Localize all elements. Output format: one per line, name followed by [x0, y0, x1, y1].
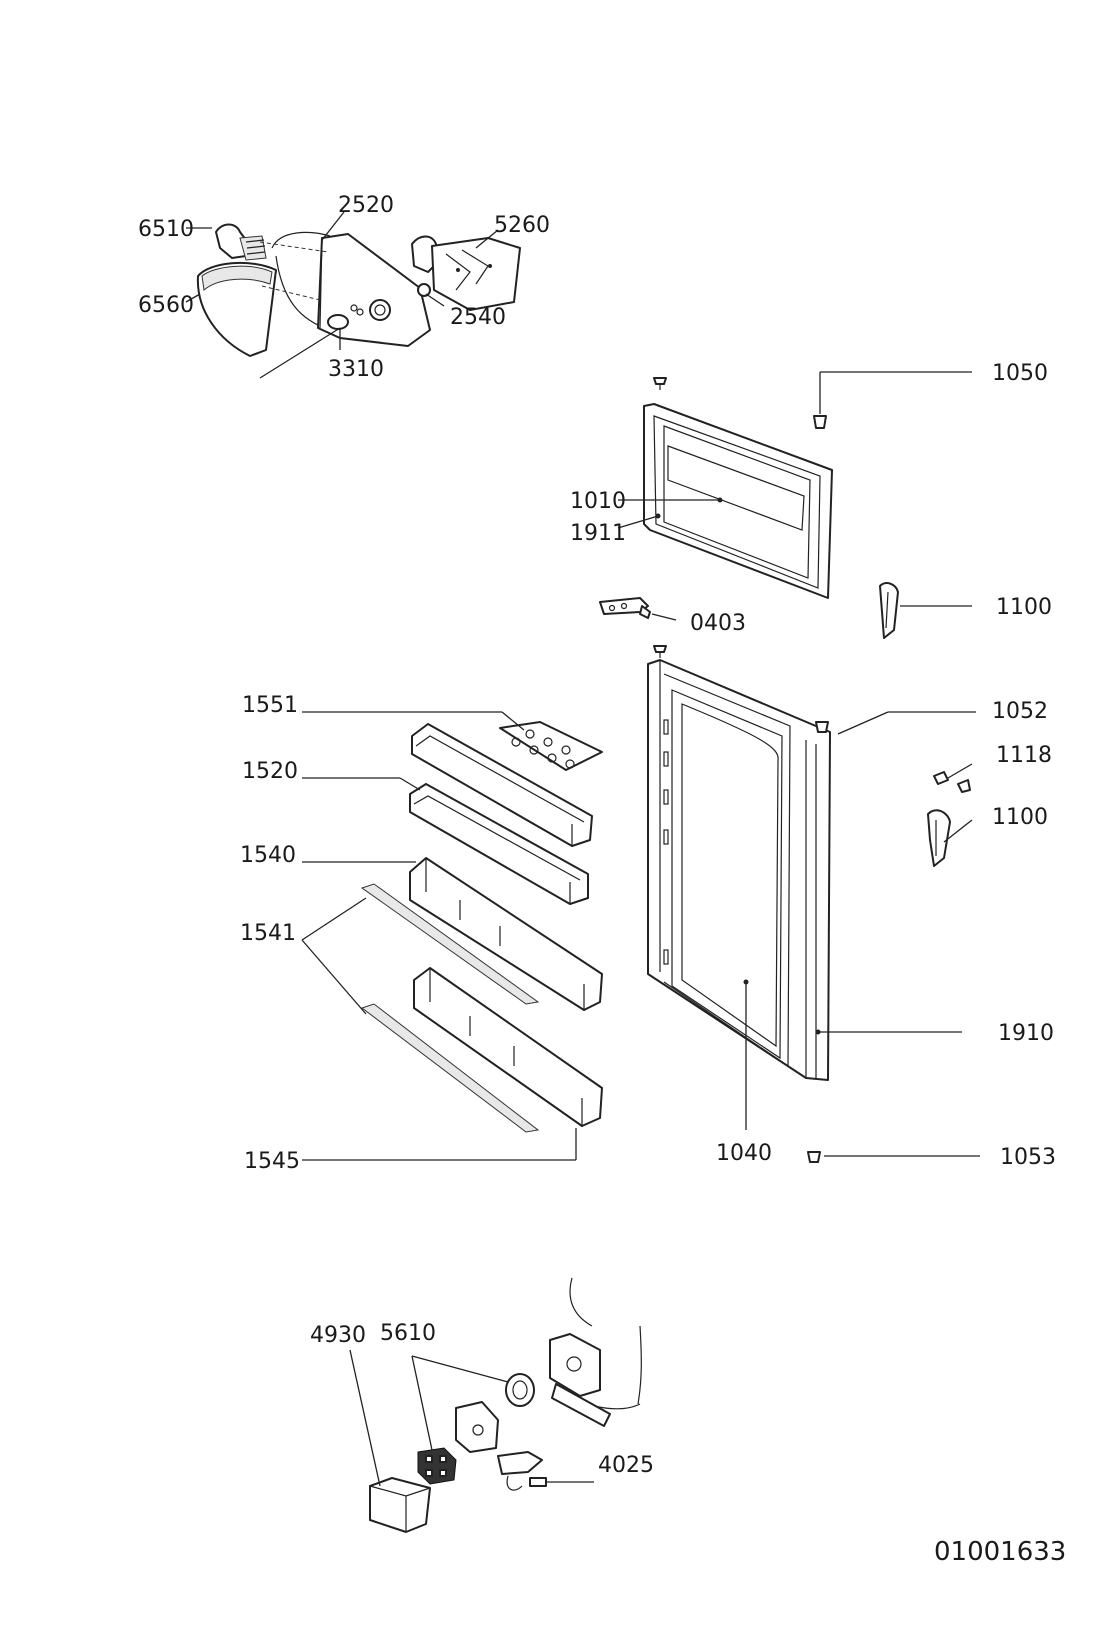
shelf-1545-part — [413, 967, 603, 1128]
freezer-door-assembly — [599, 371, 972, 639]
label-1541: 1541 — [240, 921, 296, 946]
thermostat-nut-part — [417, 283, 431, 297]
relay-5610-part — [505, 1373, 535, 1407]
label-1911: 1911 — [570, 521, 626, 546]
drawing-number: 01001633 — [934, 1537, 1066, 1567]
thermostat-housing-part — [259, 231, 431, 347]
label-6510: 6510 — [138, 217, 194, 242]
label-1551: 1551 — [242, 693, 298, 718]
plug-1050-part — [813, 415, 827, 429]
shelf-1540-part — [409, 857, 603, 1012]
lamp-cover-part — [196, 261, 277, 357]
hinge-0403-part — [599, 597, 651, 619]
label-1910: 1910 — [998, 1021, 1054, 1046]
label-4930: 4930 — [310, 1323, 366, 1348]
bracket-part — [549, 1333, 611, 1427]
label-1118: 1118 — [996, 743, 1052, 768]
shelf-1520-lower-part — [409, 783, 589, 906]
label-1540: 1540 — [240, 843, 296, 868]
label-1040: 1040 — [716, 1141, 772, 1166]
lamp-bulb-part — [215, 223, 267, 261]
label-1100-upper: 1100 — [996, 595, 1052, 620]
label-1052: 1052 — [992, 699, 1048, 724]
lamp-thermostat-assembly — [185, 211, 521, 379]
fridge-door-part — [647, 659, 831, 1081]
egg-tray-1551-part — [499, 721, 603, 771]
compressor-electrics-assembly — [349, 1277, 642, 1533]
part-number-labels: 6510 2520 5260 6560 2540 3310 1050 1010 … — [138, 193, 1066, 1567]
label-6560: 6560 — [138, 293, 194, 318]
label-5610: 5610 — [380, 1321, 436, 1346]
hinge-cap-mid — [653, 645, 667, 658]
starter-4025-part — [497, 1451, 547, 1491]
shelf-rail-1541-lower-part — [360, 1003, 540, 1133]
label-3310: 3310 — [328, 357, 384, 382]
label-0403: 0403 — [690, 611, 746, 636]
screw-1118-parts — [933, 771, 971, 793]
label-1050: 1050 — [992, 361, 1048, 386]
relay-block-part — [417, 1447, 457, 1485]
label-1100-lower: 1100 — [992, 805, 1048, 830]
thermostat-part — [411, 235, 521, 311]
label-2540: 2540 — [450, 305, 506, 330]
label-2520: 2520 — [338, 193, 394, 218]
shelf-rail-1541-upper-part — [360, 883, 540, 1005]
label-4025: 4025 — [598, 1453, 654, 1478]
label-1545: 1545 — [244, 1149, 300, 1174]
door-shelves-assembly — [301, 711, 603, 1161]
fridge-door-assembly — [647, 645, 980, 1163]
freezer-door-part — [643, 403, 833, 599]
clip-bracket-part — [455, 1401, 499, 1453]
handle-1100-lower-part — [927, 809, 951, 867]
label-1053: 1053 — [1000, 1145, 1056, 1170]
hinge-cap-top — [653, 377, 667, 390]
handle-1100-top-part — [879, 582, 899, 639]
shelf-1520-upper-part — [411, 723, 593, 848]
label-5260: 5260 — [494, 213, 550, 238]
label-1520: 1520 — [242, 759, 298, 784]
plug-1053-part — [807, 1151, 821, 1163]
terminal-cover-4930-part — [369, 1477, 431, 1533]
plug-1052-part — [815, 721, 829, 733]
label-1010: 1010 — [570, 489, 626, 514]
